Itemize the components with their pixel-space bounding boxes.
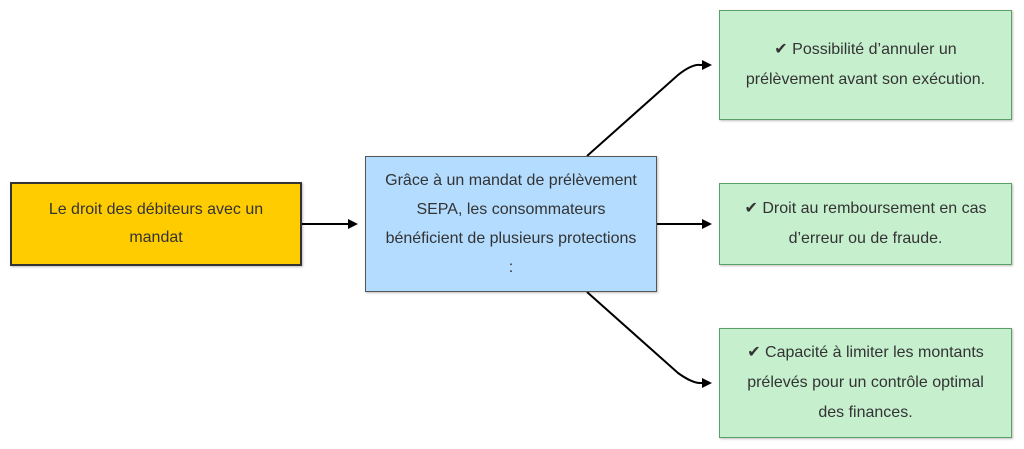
leaf-label: ✔ Droit au remboursement en cas d’erreur… — [744, 200, 987, 247]
leaf-node-3: ✔ Capacité à limiter les montants prélev… — [719, 328, 1012, 438]
leaf-node-2: ✔ Droit au remboursement en cas d’erreur… — [719, 183, 1012, 265]
hub-node: Grâce à un mandat de prélèvement SEPA, l… — [365, 156, 657, 292]
root-label: Le droit des débiteurs avec un mandat — [48, 201, 264, 246]
edge-hub-to-leaf-1 — [586, 60, 712, 157]
leaf-label: ✔ Possibilité d’annuler un prélèvement a… — [745, 41, 986, 88]
leaf-label: ✔ Capacité à limiter les montants prélev… — [747, 344, 984, 421]
hub-label: Grâce à un mandat de prélèvement SEPA, l… — [385, 172, 637, 276]
leaf-node-1: ✔ Possibilité d’annuler un prélèvement a… — [719, 10, 1012, 120]
edge-hub-to-leaf-3 — [586, 291, 712, 388]
root-node: Le droit des débiteurs avec un mandat — [10, 182, 302, 266]
